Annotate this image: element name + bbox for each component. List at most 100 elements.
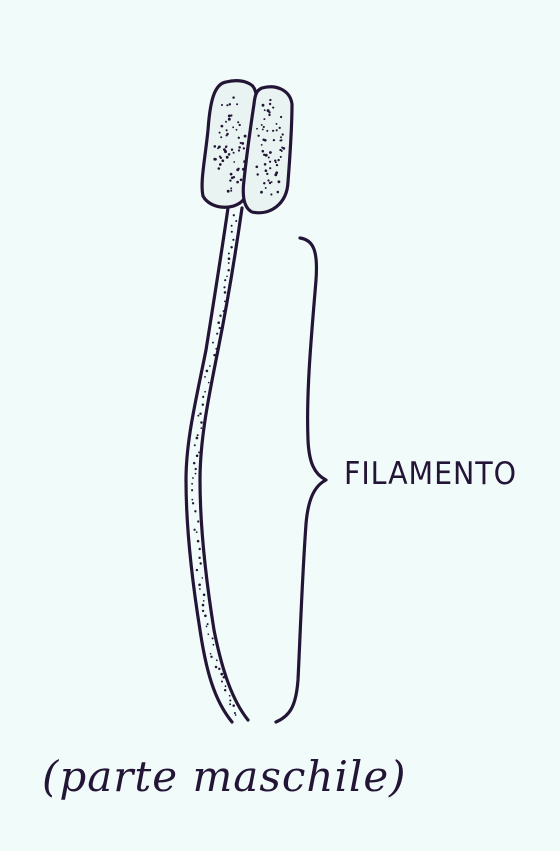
pollen-dot (263, 154, 265, 156)
filament-dot (196, 455, 199, 458)
filament-dot (235, 714, 237, 716)
pollen-dot (228, 114, 231, 117)
pollen-dot (272, 107, 274, 109)
pollen-dot (225, 121, 227, 123)
pollen-dot (219, 163, 222, 166)
pollen-dot (269, 161, 271, 163)
filament-dot (219, 327, 221, 329)
pollen-dot (225, 146, 227, 148)
filament-dot (223, 286, 225, 288)
pollen-dot (272, 130, 274, 132)
pollen-dot (277, 191, 280, 194)
filament-dot (196, 569, 198, 571)
pollen-dot (230, 190, 232, 192)
pollen-dot (233, 152, 235, 154)
pollen-dot (269, 151, 272, 154)
filament-dot (192, 477, 194, 479)
pollen-dot (233, 161, 235, 163)
filamento-label: FILAMENTO (344, 456, 517, 492)
pollen-dot (266, 173, 268, 175)
filament-dot (229, 703, 231, 705)
pollen-dot (213, 145, 216, 148)
filament-dot (212, 637, 214, 639)
pollen-dot (220, 136, 222, 138)
pollen-dot (223, 148, 226, 151)
filament-dot (200, 427, 202, 429)
filament-dot (198, 451, 200, 453)
filament-dot (231, 225, 233, 227)
pollen-dot (219, 132, 221, 134)
filament-dot (232, 239, 234, 241)
filament-dot (208, 382, 210, 384)
pollen-dot (274, 173, 277, 176)
pollen-dot (271, 181, 273, 183)
pollen-dot (281, 150, 283, 152)
pollen-dot (268, 157, 270, 159)
filament-dot (207, 623, 209, 625)
pollen-dot (238, 146, 241, 149)
pollen-dot (268, 111, 270, 113)
filament-dot (223, 310, 225, 312)
filament-dot (200, 421, 203, 424)
pollen-dot (226, 134, 228, 136)
pollen-dot (238, 137, 240, 139)
pollen-dot (260, 191, 263, 194)
filament-dot (234, 712, 236, 714)
filament-dot (204, 391, 206, 393)
pollen-dot (226, 156, 229, 159)
pollen-dot (231, 176, 234, 179)
pollen-dot (243, 147, 245, 149)
filament-brace (276, 238, 326, 722)
pollen-dot (269, 103, 271, 105)
filament-dot (224, 301, 226, 303)
pollen-dot (256, 173, 258, 175)
anther (202, 81, 292, 213)
pollen-dot (213, 158, 216, 161)
filament-dot (199, 413, 201, 415)
filament-dot (208, 633, 210, 635)
pollen-dot (218, 146, 221, 149)
filament-dot (196, 531, 198, 533)
filament-dot (217, 321, 220, 324)
pollen-dot (229, 103, 231, 105)
filament-dot (224, 689, 226, 691)
filament-dot (215, 666, 218, 669)
filament-dot (221, 681, 223, 683)
pollen-dot (270, 193, 272, 195)
filament-dot (206, 370, 209, 373)
pollen-dot (255, 165, 258, 168)
pollen-dot (237, 168, 239, 170)
filament-dot (194, 510, 196, 512)
filament-dot (197, 415, 199, 417)
pollen-dot (263, 126, 265, 128)
filament-dot (219, 314, 221, 316)
pollen-dot (280, 139, 282, 141)
pollen-dot (276, 164, 278, 166)
pollen-dot (228, 153, 231, 156)
pollen-dot (280, 116, 282, 118)
pollen-dot (264, 109, 266, 111)
pollen-dot (256, 128, 258, 130)
filament-dot (198, 583, 201, 586)
pollen-dot (232, 96, 234, 98)
pollen-dot (228, 118, 231, 121)
filament-dot (228, 257, 231, 260)
pollen-dot (221, 125, 224, 128)
filament-right-edge (200, 208, 248, 720)
filament-dot (223, 676, 226, 679)
pollen-dot (240, 179, 243, 182)
pollen-dot (262, 104, 265, 107)
filament-dot (235, 220, 237, 222)
filament-dot (229, 695, 231, 697)
filament-dot (192, 502, 194, 504)
filament-dot (228, 253, 230, 255)
pollen-dot (277, 180, 280, 183)
pollen-dot (237, 121, 239, 123)
pollen-dot (231, 148, 233, 150)
filament-dot (232, 704, 235, 707)
pollen-dot (257, 135, 259, 137)
pollen-dot (276, 123, 278, 125)
pollen-dot (282, 133, 284, 135)
filament-dot (210, 653, 212, 655)
pollen-dot (261, 124, 263, 126)
